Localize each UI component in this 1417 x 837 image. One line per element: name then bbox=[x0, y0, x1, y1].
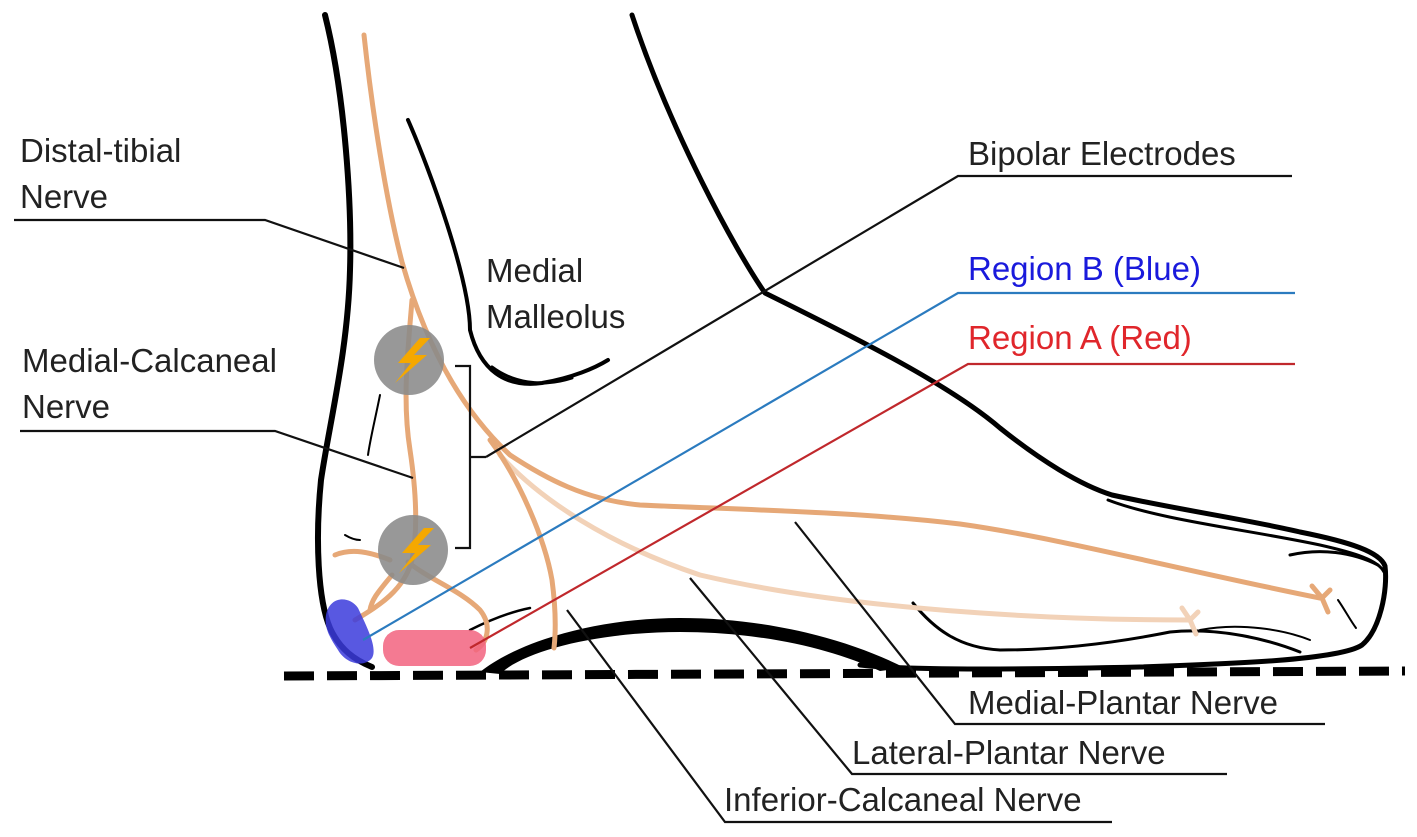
label-medial-malleolus-line1: Medial bbox=[486, 252, 583, 289]
label-medial-plantar-nerve: Medial-Plantar Nerve bbox=[968, 684, 1278, 721]
label-medial-malleolus-line2: Malleolus bbox=[486, 298, 625, 335]
foot-outline bbox=[315, 12, 1389, 674]
electrode-lower bbox=[378, 515, 448, 585]
label-inferior-calcaneal-nerve: Inferior-Calcaneal Nerve bbox=[724, 781, 1082, 818]
label-lateral-plantar-nerve: Lateral-Plantar Nerve bbox=[852, 734, 1166, 771]
label-distal-tibial-nerve-line1: Distal-tibial bbox=[20, 132, 181, 169]
label-bipolar-electrodes: Bipolar Electrodes bbox=[968, 135, 1236, 172]
lateral-plantar-nerve-fork bbox=[1179, 605, 1201, 637]
label-region-b: Region B (Blue) bbox=[968, 250, 1201, 287]
label-medial-calcaneal-nerve-line1: Medial-Calcaneal bbox=[22, 342, 277, 379]
lightning-bolt-icon bbox=[399, 528, 434, 573]
inferior-calcaneal-nerve bbox=[487, 437, 558, 651]
label-medial-calcaneal-nerve-line2: Nerve bbox=[22, 388, 110, 425]
distal-tibial-nerve bbox=[361, 32, 1323, 601]
region-b-blue-patch bbox=[325, 599, 374, 664]
ground-line bbox=[283, 666, 1406, 681]
arch-shape bbox=[480, 618, 905, 674]
lateral-plantar-nerve bbox=[497, 452, 1193, 623]
medial-calcaneal-branch-low bbox=[367, 572, 395, 613]
label-region-a: Region A (Red) bbox=[968, 319, 1192, 356]
region-a-red-patch bbox=[383, 630, 486, 666]
electrode-upper bbox=[374, 325, 444, 395]
nerves bbox=[332, 32, 1333, 653]
lightning-bolt-icon bbox=[395, 338, 430, 383]
electrode-bracket bbox=[455, 364, 486, 550]
leader-lines bbox=[14, 174, 1325, 824]
medial-plantar-nerve-fork bbox=[1309, 583, 1333, 615]
label-distal-tibial-nerve-line2: Nerve bbox=[20, 178, 108, 215]
